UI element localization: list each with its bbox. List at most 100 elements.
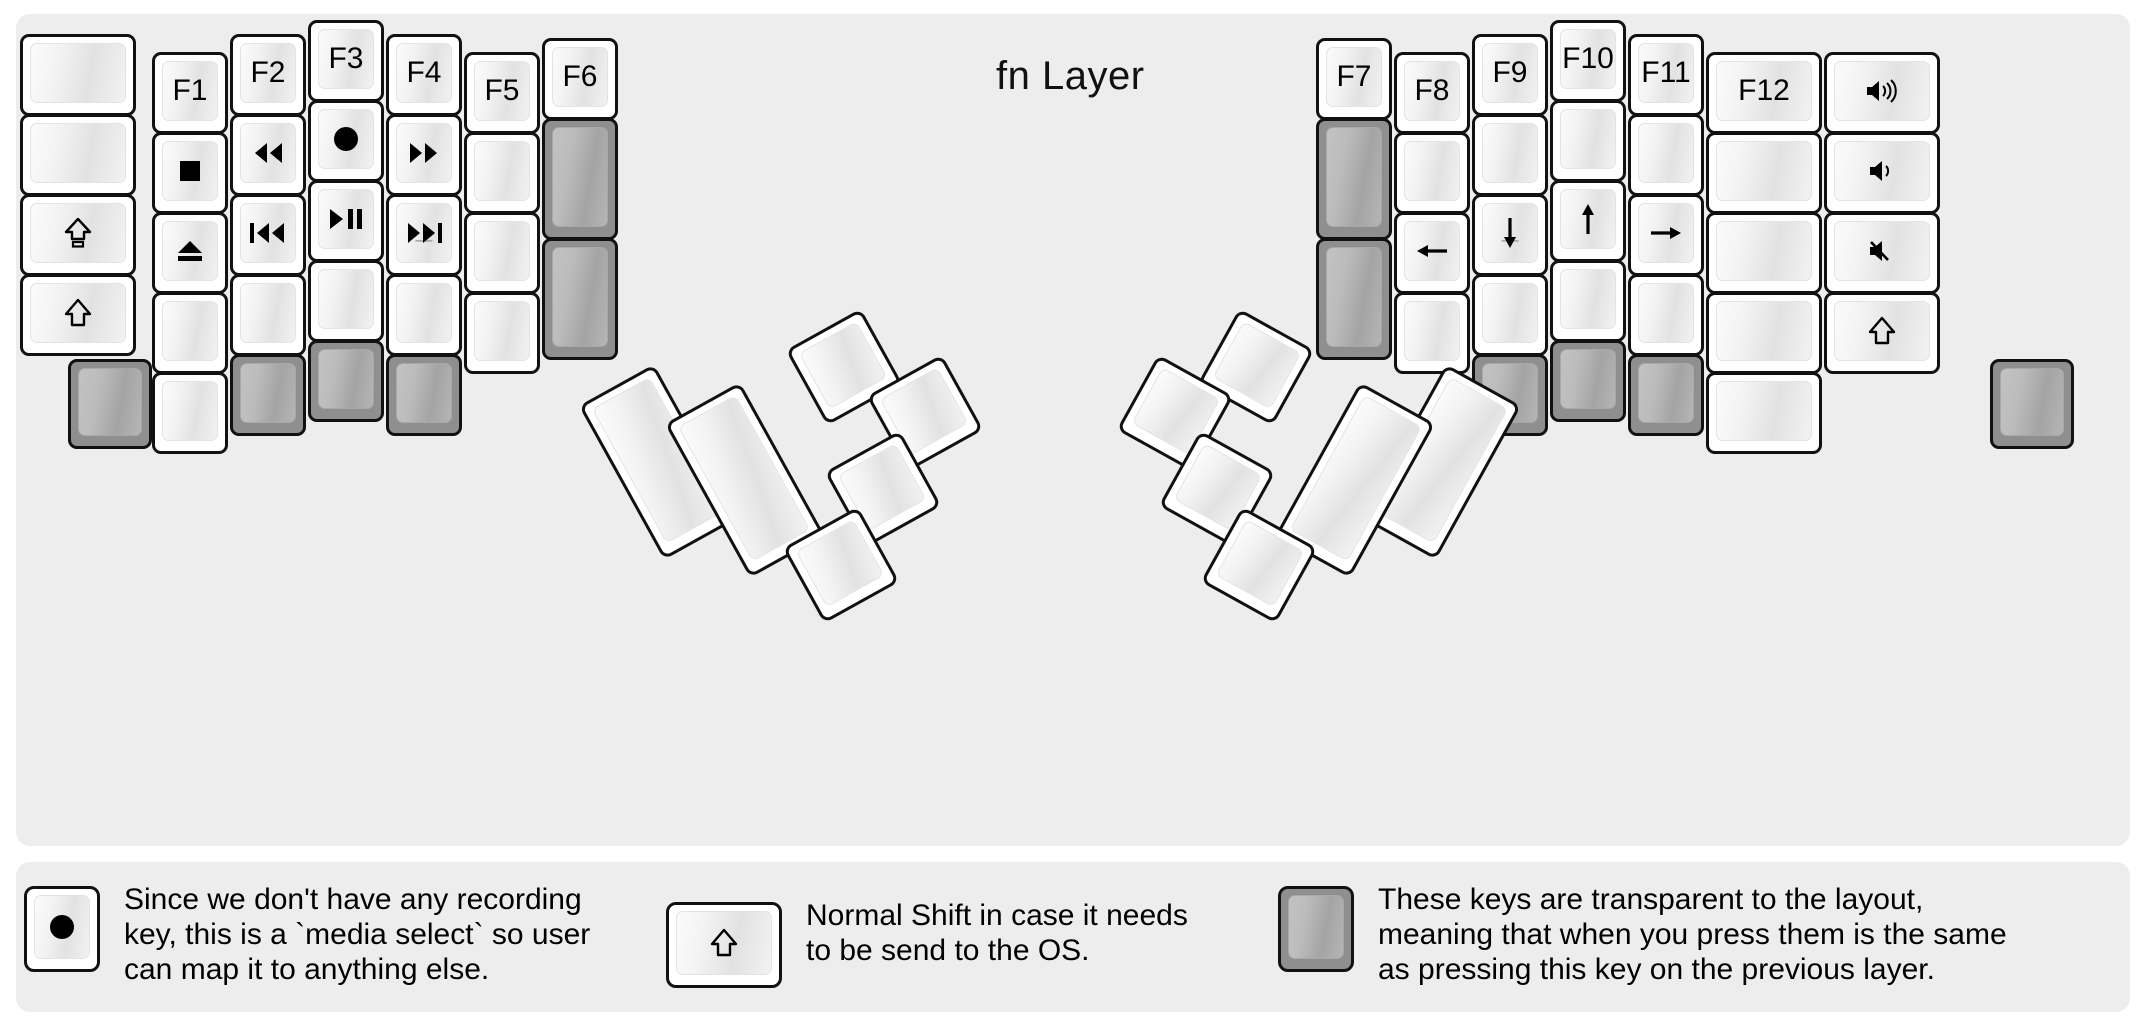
record-icon: [333, 126, 359, 152]
legend-key-shift[interactable]: [666, 902, 782, 988]
key-left-c1-r2[interactable]: [20, 114, 136, 196]
key-right-c7-r4-shift[interactable]: [1824, 292, 1940, 374]
keycap-face: [474, 301, 530, 361]
key-right-c6-r4[interactable]: [1706, 292, 1822, 374]
key-right-c6-r2[interactable]: [1706, 132, 1822, 214]
legend-key-transparent[interactable]: [1278, 886, 1354, 972]
keycap-face: F6: [552, 47, 608, 107]
keycap-face: F2: [240, 43, 296, 103]
keycap-face: [240, 283, 296, 343]
key-label: F12: [1738, 74, 1790, 107]
key-left-c3-r4[interactable]: [230, 274, 306, 356]
key-right-c1-r3-transparent[interactable]: [1316, 238, 1392, 360]
keycap-face: [1560, 189, 1616, 249]
key-left-c4-r3-play-pause[interactable]: [308, 180, 384, 262]
key-left-c5-r2-fast-forward[interactable]: [386, 114, 462, 196]
key-right-c5-r1-f11[interactable]: F11: [1628, 34, 1704, 116]
key-right-c5-r3-arrow-right[interactable]: [1628, 194, 1704, 276]
key-left-c6-r3[interactable]: [464, 212, 540, 294]
key-right-c4-r3-arrow-up[interactable]: [1550, 180, 1626, 262]
key-left-c2-r3-eject[interactable]: [152, 212, 228, 294]
key-right-c6-r5[interactable]: [1706, 372, 1822, 454]
keycap-face: [676, 911, 772, 975]
key-right-c2-r1-f8[interactable]: F8: [1394, 52, 1470, 134]
key-right-c6-r3[interactable]: [1706, 212, 1822, 294]
keycap-face: F12: [1716, 61, 1812, 121]
previous-track-icon: [249, 222, 287, 244]
key-left-c3-r3-previous-track[interactable]: [230, 194, 306, 276]
key-left-c7-r1-f6[interactable]: F6: [542, 38, 618, 120]
keycap-face: —: [1482, 203, 1538, 263]
key-right-c3-r3-arrow-down[interactable]: —: [1472, 194, 1548, 276]
key-label: F1: [172, 74, 208, 107]
keycap-face: [1404, 141, 1460, 201]
key-left-c3-r2-rewind[interactable]: [230, 114, 306, 196]
legend-text-shift: Normal Shift in case it needs to be send…: [806, 899, 1188, 967]
key-right-c7-r2-volume-down[interactable]: [1824, 132, 1940, 214]
key-left-c1-r1[interactable]: [20, 34, 136, 116]
key-left-c7-r3-transparent[interactable]: [542, 238, 618, 360]
volume-up-icon: [1865, 78, 1899, 104]
key-right-c6-r1-f12[interactable]: F12: [1706, 52, 1822, 134]
key-right-c5-r4[interactable]: [1628, 274, 1704, 356]
legend-key-record[interactable]: [24, 886, 100, 972]
key-right-c2-r2[interactable]: [1394, 132, 1470, 214]
rewind-icon: [251, 142, 285, 164]
key-right-c3-r1-f9[interactable]: F9: [1472, 34, 1548, 116]
key-label: F6: [562, 60, 598, 93]
key-right-c7-r1-volume-up[interactable]: [1824, 52, 1940, 134]
key-right-c4-r4[interactable]: [1550, 260, 1626, 342]
key-left-c7-r2-transparent[interactable]: [542, 118, 618, 240]
keycap-face: [396, 363, 452, 423]
key-left-c6-r1-f5[interactable]: F5: [464, 52, 540, 134]
key-label: F7: [1336, 60, 1372, 93]
legend-text-transparent: These keys are transparent to the layout…: [1378, 883, 2007, 986]
key-left-c4-r5-transparent[interactable]: [308, 340, 384, 422]
key-right-c3-r2[interactable]: [1472, 114, 1548, 196]
key-left-c2-r4[interactable]: [152, 292, 228, 374]
key-left-c2-r2-stop[interactable]: [152, 132, 228, 214]
key-right-c4-r5-transparent[interactable]: [1550, 340, 1626, 422]
key-left-c6-r4[interactable]: [464, 292, 540, 374]
arrow-down-icon: [1498, 216, 1522, 250]
keycap-face: [1404, 301, 1460, 361]
key-left-c5-r5-transparent[interactable]: [386, 354, 462, 436]
key-left-c4-r4[interactable]: [308, 260, 384, 342]
volume-down-icon: [1868, 158, 1896, 184]
key-left-c2-r1-f1[interactable]: F1: [152, 52, 228, 134]
key-right-c7-r3-volume-mute[interactable]: [1824, 212, 1940, 294]
next-track-icon: [405, 222, 443, 244]
keycap-face: [1560, 269, 1616, 329]
key-right-c4-r2[interactable]: [1550, 100, 1626, 182]
key-left-c6-r2[interactable]: [464, 132, 540, 214]
key-right-c5-r5-transparent[interactable]: [1628, 354, 1704, 436]
key-left-c4-r1-f3[interactable]: F3: [308, 20, 384, 102]
key-right-c7-r5-transparent[interactable]: [1990, 359, 2074, 449]
key-right-c3-r4[interactable]: [1472, 274, 1548, 356]
key-right-c5-r2[interactable]: [1628, 114, 1704, 196]
legend-item-shift: Normal Shift in case it needs to be send…: [666, 898, 1188, 988]
keycap-face: F1: [162, 61, 218, 121]
key-left-c4-r2-record[interactable]: [308, 100, 384, 182]
key-left-c1-r3-capslock[interactable]: [20, 194, 136, 276]
keycap-face: [1560, 109, 1616, 169]
key-right-c1-r1-f7[interactable]: F7: [1316, 38, 1392, 120]
keycap-face: [240, 123, 296, 183]
key-left-c1-r5-transparent[interactable]: [68, 359, 152, 449]
key-label: F4: [406, 56, 442, 89]
key-left-c2-r5[interactable]: [152, 372, 228, 454]
key-right-c2-r4[interactable]: [1394, 292, 1470, 374]
key-left-c1-r4-shift[interactable]: [20, 274, 136, 356]
key-right-c1-r2-transparent[interactable]: [1316, 118, 1392, 240]
key-left-c5-r1-f4[interactable]: F4: [386, 34, 462, 116]
key-right-c2-r3-arrow-left[interactable]: [1394, 212, 1470, 294]
arrow-up-icon: [1576, 202, 1600, 236]
keycap-face: [162, 301, 218, 361]
key-right-c4-r1-f10[interactable]: F10: [1550, 20, 1626, 102]
key-left-c5-r4[interactable]: [386, 274, 462, 356]
key-left-c3-r1-f2[interactable]: F2: [230, 34, 306, 116]
keycap-face: [1716, 221, 1812, 281]
key-left-c3-r5-transparent[interactable]: [230, 354, 306, 436]
key-left-c5-r3-next-track[interactable]: —: [386, 194, 462, 276]
